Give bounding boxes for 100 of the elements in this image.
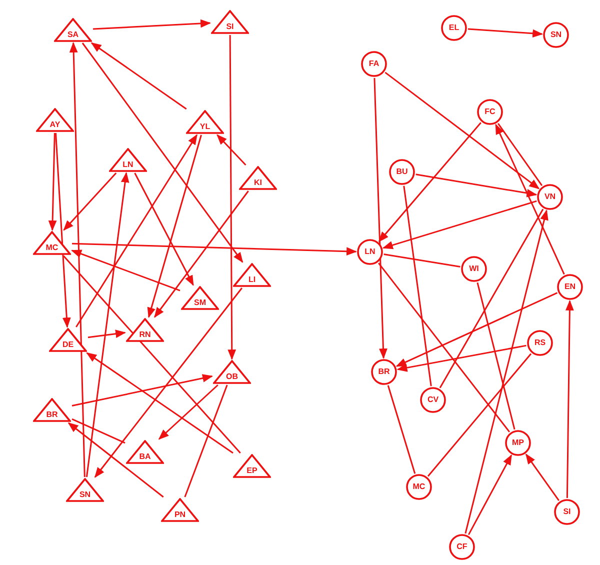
node-label: MC [412,483,426,491]
arrow [495,124,565,275]
arrow [396,344,526,372]
triangle-node [49,328,87,352]
arrow [92,19,212,30]
arrow [134,172,194,286]
node-label: EP [246,467,258,475]
circle-node [449,534,475,560]
circle-node [477,99,503,125]
arrow [86,172,130,478]
arrow [154,190,249,318]
triangle-node [186,110,224,134]
node-label: EN [563,283,577,291]
circle-node [361,51,387,77]
arrow [55,132,71,328]
circle-node [543,22,569,48]
arrow [72,242,358,256]
node-label: SM [193,299,207,307]
node-label: LN [122,161,134,169]
circle-node [371,359,397,385]
node-label: SI [562,508,572,516]
node-label: VN [543,193,557,201]
node-label: BA [138,453,152,461]
arrow [72,374,214,407]
node-label: PN [173,511,187,519]
circle-node [357,239,383,265]
arrow [90,42,187,110]
arrow [94,288,242,478]
arrow [216,134,246,166]
arrow [396,292,558,367]
circle-node [441,15,467,41]
node-label: SN [549,31,563,39]
node-label: FC [484,108,496,116]
arrow [382,200,537,250]
arrow [468,28,544,38]
triangle-node [239,166,277,190]
node-label: YL [198,123,212,131]
arrow [147,134,202,318]
circle-node [527,330,553,356]
node-label: MC [44,244,60,252]
triangle-node [33,231,71,255]
node-label: KI [253,179,263,187]
circle-node [554,499,580,525]
circle-node [557,274,583,300]
circle-node [420,387,446,413]
node-label: SA [66,31,80,39]
arrow [228,35,236,360]
triangle-node [109,148,147,172]
node-label: WI [468,265,480,273]
circle-node [406,474,432,500]
node-label: RN [138,331,152,339]
triangle-node [66,478,104,502]
node-label: LN [364,248,376,256]
node-label: CF [456,543,468,551]
arrow [158,384,218,440]
arrow [48,132,57,232]
triangle-node [181,286,219,310]
node-label: OB [225,373,239,381]
node-label: SN [78,491,92,499]
circle-node [461,256,487,282]
arrow [88,330,126,338]
node-label: BR [45,411,59,419]
triangle-node [126,440,164,464]
arrow [86,352,234,454]
triangle-node [161,498,199,522]
arrow [566,300,574,498]
triangle-node [213,360,251,384]
triangle-node [233,263,271,287]
arrow [378,122,482,242]
arrow [416,174,538,198]
arrow [464,210,548,534]
node-label: BR [377,368,391,376]
triangle-node [233,454,271,478]
circle-node [505,430,531,456]
arrow [68,422,164,498]
arrow [63,172,117,231]
arrow [384,72,540,190]
circle-node [537,184,563,210]
triangle-node [54,18,92,42]
arrow [374,78,388,360]
node-label: FA [368,60,380,68]
node-label: CV [426,396,440,404]
triangle-node [33,398,71,422]
node-label: RS [533,339,547,347]
arrow [71,250,180,292]
triangle-node [36,108,74,132]
arrow [526,454,560,502]
node-label: MP [511,439,525,447]
node-label: EL [448,24,460,32]
arrow [76,134,198,328]
arrow [69,42,86,478]
arrow [82,42,244,263]
node-label: SI [225,23,235,31]
circle-node [389,159,415,185]
node-label: BU [395,168,409,176]
arrow [468,454,512,536]
triangle-node [126,318,164,342]
node-label: DE [61,341,75,349]
triangle-node [211,10,249,34]
node-label: AY [48,121,62,129]
